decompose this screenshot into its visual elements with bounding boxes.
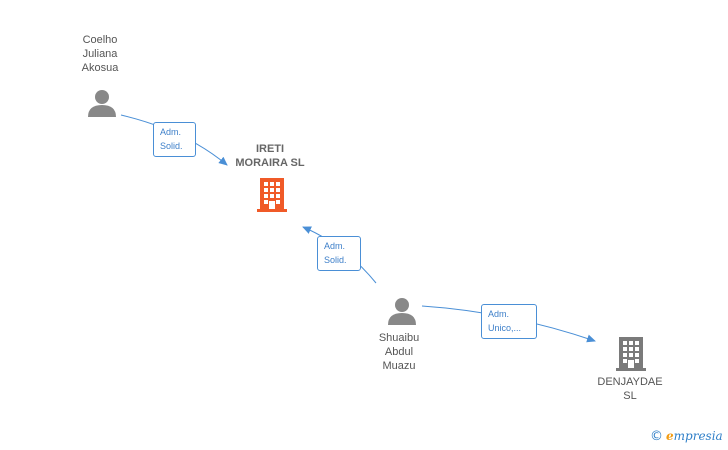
building-icon[interactable] [255, 177, 289, 213]
building-icon[interactable] [614, 336, 648, 372]
person-icon[interactable] [86, 88, 118, 118]
brand-logo: ©empresia [650, 429, 723, 444]
brand-e: e [666, 429, 674, 443]
edge-label-shuaibu-ireti[interactable]: Adm. Solid. [317, 236, 361, 271]
copyright-icon: © [650, 429, 663, 444]
node-label-ireti: IRETI MORAIRA SL [235, 143, 305, 169]
node-label-coelho: Coelho Juliana Akosua [81, 34, 119, 74]
brand-name: mpresia [673, 429, 723, 443]
edge-label-coelho-ireti[interactable]: Adm. Solid. [153, 122, 196, 157]
person-icon[interactable] [386, 296, 418, 326]
edge-label-shuaibu-denjaydae[interactable]: Adm. Unico,... [481, 304, 537, 339]
node-label-shuaibu: Shuaibu Abdul Muazu [378, 332, 420, 372]
node-label-denjaydae: DENJAYDAE SL [597, 376, 663, 402]
